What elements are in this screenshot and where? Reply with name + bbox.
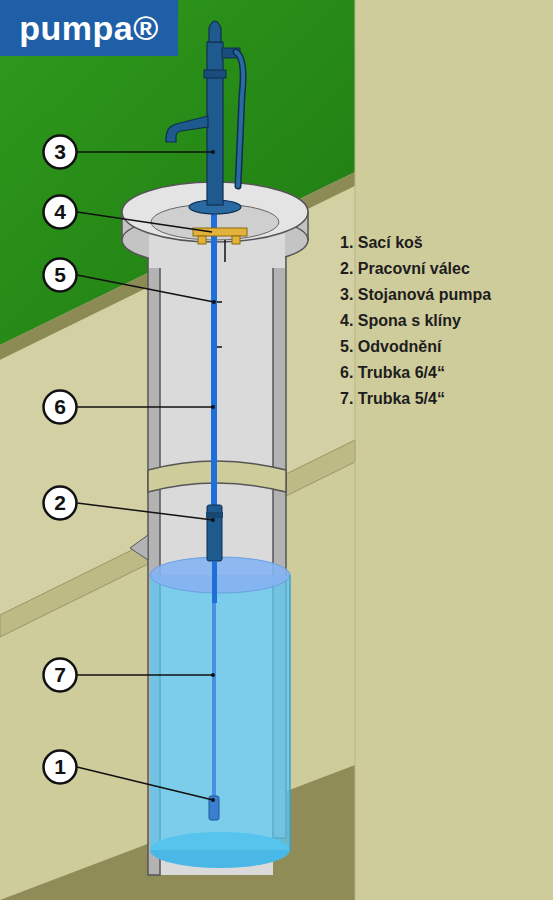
leader-line [77,212,212,232]
leader-line [77,275,214,302]
leader-line [77,767,213,800]
wedge [232,236,240,244]
callout-circle: 6 [42,389,78,425]
pump-handle-outline [236,52,243,186]
clamp [193,228,247,236]
legend-item: 7. Trubka 5/4“ [340,390,445,408]
callout-circle: 5 [42,257,78,293]
leader-line [77,151,213,153]
callout-number: 5 [54,263,66,287]
logo-box: pumpa® [0,0,178,56]
pump-spout [166,116,208,142]
wall-notch [130,535,148,560]
callout-number: 7 [54,663,66,687]
callout-number: 6 [54,395,66,419]
callout-number: 1 [54,755,66,779]
legend-item: 5. Odvodnění [340,338,441,356]
drain-hole [217,346,222,348]
pipe-6-4 [211,210,217,506]
logo-text: pumpa® [19,9,159,48]
legend-item: 2. Pracovní válec [340,260,470,278]
pump-handle [236,52,243,186]
pipe-6-4-lower [212,561,217,603]
leader-line [77,674,213,676]
leader-dots [211,150,216,802]
callout-ring [44,751,77,784]
drain-hole [217,301,222,303]
callout-ring [44,196,77,229]
drain-tube [224,240,226,262]
leader-dot [212,300,216,304]
pump-cap [209,21,221,42]
working-cylinder [207,505,222,561]
callout-ring [44,487,77,520]
leader-line [77,503,213,520]
leader-dot [211,405,215,409]
callout-ring [44,259,77,292]
leader-dot [211,150,215,154]
water-edge [289,575,291,850]
callout-ring [44,391,77,424]
pump-collar [204,70,226,78]
callout-circle: 1 [42,749,78,785]
leader-dot [211,673,215,677]
legend-item: 6. Trubka 6/4“ [340,364,445,382]
callout-number: 4 [54,200,66,224]
leader-line [77,406,213,408]
callout-circle: 4 [42,194,78,230]
pump-body [207,42,223,205]
callout-ring [44,659,77,692]
callout-circle: 3 [42,134,78,170]
callout-number: 3 [54,140,66,164]
callout-ring [44,136,77,169]
section-edge [355,0,356,900]
water-surface [150,557,290,593]
callout-circle: 7 [42,657,78,693]
legend-item: 4. Spona s klíny [340,312,461,330]
wedge [198,236,206,244]
water-body [150,575,290,850]
leader-lines [77,152,214,800]
legend-item: 3. Stojanová pumpa [340,286,491,304]
legend-item: 1. Sací koš [340,234,423,252]
leader-dot [211,518,215,522]
pipe-5-4 [212,603,216,798]
callout-number: 2 [54,491,66,515]
leader-dot [211,798,215,802]
cylinder-ring [206,512,223,518]
callout-circle: 2 [42,485,78,521]
